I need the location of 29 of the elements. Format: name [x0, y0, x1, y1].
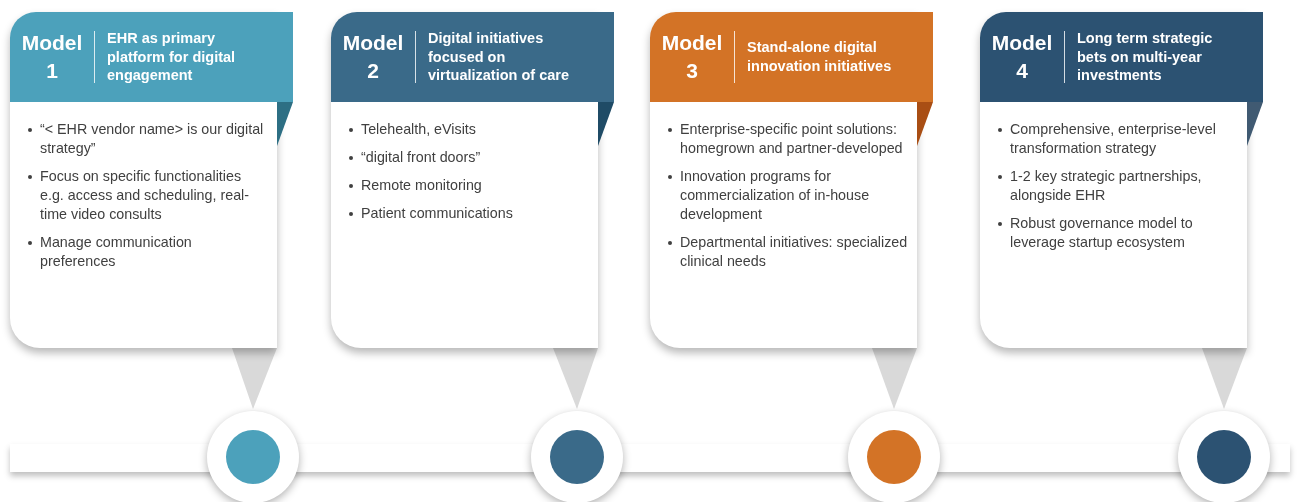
pointer-tail [1202, 348, 1247, 409]
model-number: Model 4 [990, 29, 1054, 84]
pointer-tail [872, 348, 917, 409]
timeline-marker [1178, 411, 1270, 502]
bullet-item: Remote monitoring [361, 177, 482, 193]
bullet-item: Comprehensive, enterprise-level transformation strategy [1010, 121, 1216, 156]
model-title: Digital initiatives focused on virtualization of care [427, 28, 570, 86]
bullet-item: Enterprise-specific point solutions: homegrown and partner-developed [680, 121, 903, 156]
model-number: Model 1 [20, 29, 84, 84]
pointer-tail [232, 348, 277, 409]
model-title: Stand-alone digital innovation initiatives [746, 38, 893, 76]
model-title: Long term strategic bets on multi-year investments [1076, 28, 1214, 86]
model-number: Model 2 [341, 29, 405, 84]
model-title: EHR as primary platform for digital engagement [106, 28, 237, 86]
bullet-item: Robust governance model to leverage startup ecosystem [1010, 215, 1193, 250]
bullet-item: “digital front doors” [361, 149, 481, 165]
bullet-item: 1-2 key strategic partnerships, alongside EHR [1010, 168, 1202, 203]
bullet-item: Focus on specific functionalities e.g. access and scheduling, real-time video consults [40, 168, 249, 222]
bullet-item: Patient communications [361, 205, 513, 221]
bullet-item: Manage communication preferences [40, 234, 192, 269]
pointer-tail [553, 348, 598, 409]
model-number: Model 3 [660, 29, 724, 84]
bullet-item: Departmental initiatives: specialized clinical needs [680, 234, 908, 269]
bullet-item: Telehealth, eVisits [361, 121, 476, 137]
timeline-marker [848, 411, 940, 502]
timeline-marker [531, 411, 623, 502]
bullet-item: “< EHR vendor name> is our digital strategy” [40, 121, 264, 156]
timeline-marker [207, 411, 299, 502]
bullet-item: Innovation programs for commercialization of in-house development [680, 168, 870, 222]
